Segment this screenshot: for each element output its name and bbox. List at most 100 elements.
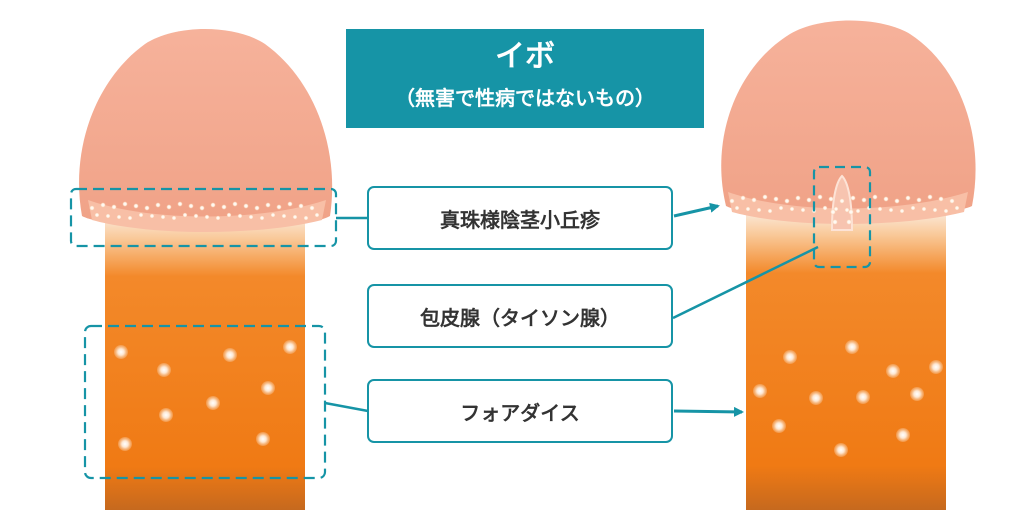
left-papule-highlight-box	[69, 187, 338, 248]
papule-dot	[182, 212, 188, 218]
papule-dot	[100, 202, 106, 208]
papule-dot	[789, 206, 795, 212]
papule-dot	[281, 213, 287, 219]
papule-dot	[938, 196, 944, 202]
label-tyson-glands: 包皮腺（タイソン腺）	[367, 284, 673, 348]
papule-dot	[795, 195, 801, 201]
papule-dot	[855, 208, 861, 214]
papule-dot	[171, 215, 177, 221]
papule-dot	[204, 214, 210, 220]
papule-dot	[756, 207, 762, 213]
right-corona-band	[728, 192, 968, 224]
fordyce-spot	[118, 437, 132, 451]
papule-dot	[894, 198, 900, 204]
title-subtitle: （無害で性病ではないもの）	[395, 86, 655, 110]
fordyce-spot	[159, 408, 173, 422]
papule-dot	[210, 202, 216, 208]
fordyce-spot	[157, 363, 171, 377]
papule-dot	[883, 196, 889, 202]
fordyce-spot	[114, 345, 128, 359]
papule-dot	[259, 215, 265, 221]
papule-dot	[745, 206, 751, 212]
papule-dot	[844, 207, 850, 213]
papule-dot	[127, 215, 133, 221]
papule-dot	[850, 195, 856, 201]
papule-dot	[740, 195, 746, 201]
papule-dot	[784, 198, 790, 204]
papule-dot	[243, 203, 249, 209]
fordyce-spot	[256, 432, 270, 446]
fordyce-spot	[772, 419, 786, 433]
left-fordyce-highlight-box	[83, 324, 327, 480]
left-corona-band	[88, 200, 326, 232]
fordyce-spot	[283, 340, 297, 354]
papule-dot	[734, 205, 740, 211]
left-fordyce-spots	[114, 340, 297, 451]
papule-dot	[762, 194, 768, 200]
fordyce-spot	[886, 364, 900, 378]
arrow-fordyce-right	[673, 406, 744, 417]
papule-dot	[817, 194, 823, 200]
papule-dot	[828, 196, 834, 202]
papule-dot	[144, 205, 150, 211]
papule-dot	[927, 194, 933, 200]
papule-dot	[778, 205, 784, 211]
papule-dot	[822, 205, 828, 211]
papule-dot	[287, 201, 293, 207]
papule-dot	[309, 205, 315, 211]
fordyce-spot	[783, 350, 797, 364]
papule-dot	[751, 197, 757, 203]
papule-dot	[226, 212, 232, 218]
papule-dot	[133, 203, 139, 209]
papule-dot	[314, 212, 320, 218]
papule-dot	[166, 204, 172, 210]
papule-dot	[899, 208, 905, 214]
papule-dot	[767, 208, 773, 214]
papule-dot	[303, 215, 309, 221]
papule-dot	[806, 197, 812, 203]
right-pearly-papules	[729, 194, 960, 214]
papule-dot	[872, 194, 878, 200]
papule-dot	[248, 214, 254, 220]
papule-dot	[949, 198, 955, 204]
left-pearly-papules	[89, 201, 320, 221]
papule-dot	[122, 201, 128, 207]
fordyce-spot	[896, 428, 910, 442]
papule-dot	[276, 204, 282, 210]
papule-dot	[111, 204, 117, 210]
papule-dot	[138, 212, 144, 218]
papule-dot	[232, 201, 238, 207]
left-figure	[69, 29, 338, 510]
papule-dot	[155, 202, 161, 208]
papule-dot	[943, 208, 949, 214]
papule-dot	[94, 212, 100, 218]
papule-dot	[193, 213, 199, 219]
papule-dot	[861, 197, 867, 203]
right-glans	[721, 20, 976, 217]
right-figure	[721, 20, 976, 510]
tyson-dot	[848, 209, 854, 215]
left-glans	[79, 29, 333, 228]
papule-dot	[916, 197, 922, 203]
tyson-dot	[830, 209, 836, 215]
papule-dot	[160, 214, 166, 220]
tyson-dot	[846, 219, 852, 225]
tyson-dot	[832, 219, 838, 225]
fordyce-spot	[809, 391, 823, 405]
fordyce-spot	[753, 384, 767, 398]
papule-dot	[298, 203, 304, 209]
fordyce-spot	[206, 396, 220, 410]
tyson-gland-dots	[830, 209, 854, 225]
right-shaft	[746, 214, 946, 510]
fordyce-spot	[223, 348, 237, 362]
papule-dot	[839, 198, 845, 204]
papule-dot	[199, 205, 205, 211]
right-fordyce-spots	[753, 340, 943, 457]
papule-dot	[292, 214, 298, 220]
papule-dot	[215, 215, 221, 221]
papule-dot	[877, 206, 883, 212]
papule-dot	[773, 196, 779, 202]
label-pearly-papules: 真珠様陰茎小丘疹	[367, 186, 673, 250]
papule-dot	[954, 205, 960, 211]
